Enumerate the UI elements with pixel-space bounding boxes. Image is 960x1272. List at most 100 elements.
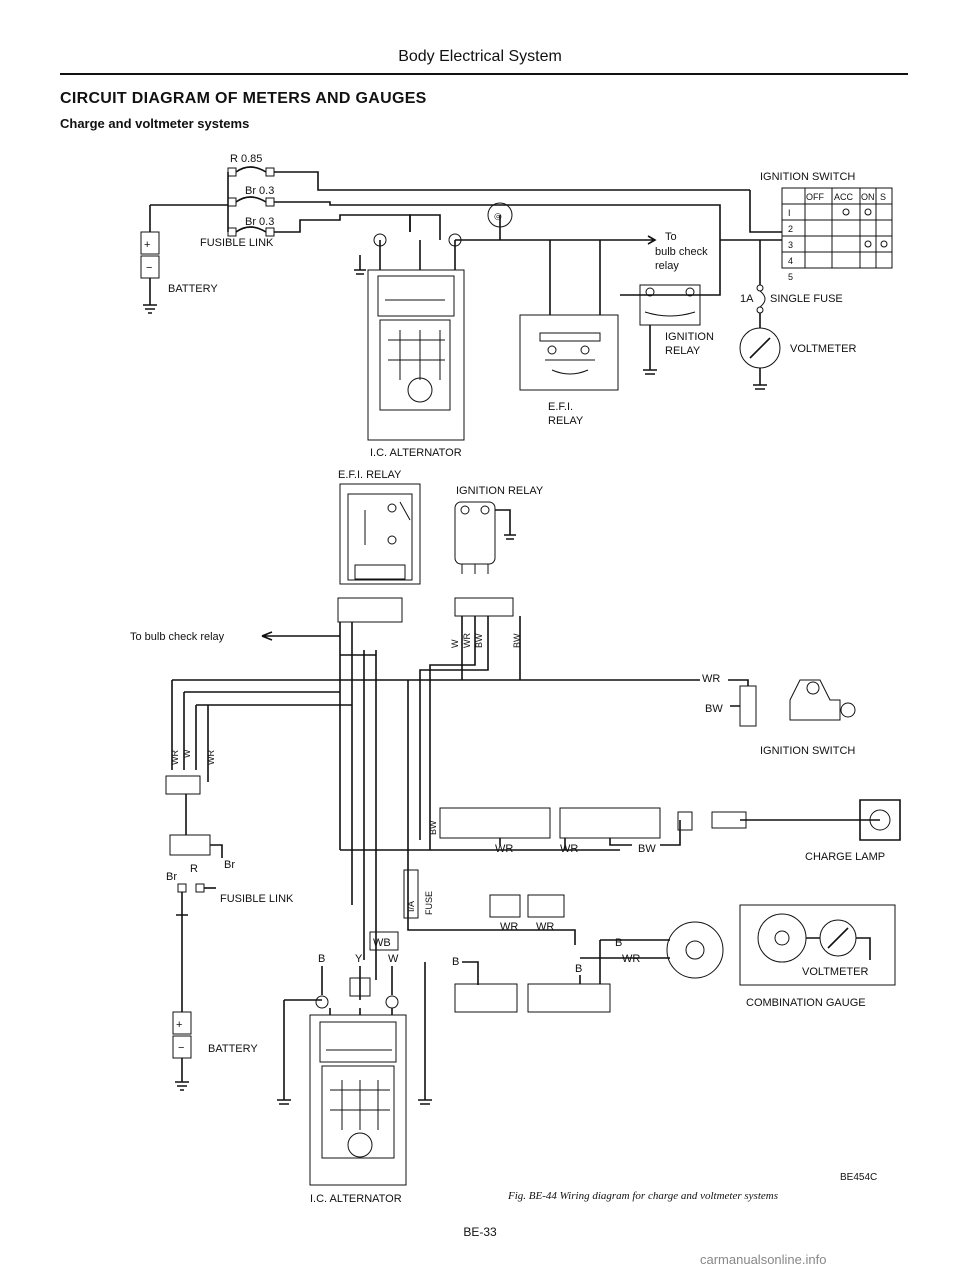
bottom-fusible-link-label: FUSIBLE LINK [220,893,294,905]
fl-wire-1: R 0.85 [230,153,262,165]
figure-code: BE454C [840,1172,878,1183]
header-rule [60,73,908,75]
combination-gauge: VOLTMETER COMBINATION GAUGE [739,904,896,1009]
bottom-efi-relay-label: E.F.I. RELAY [338,469,402,481]
figure-caption: Fig. BE-44 Wiring diagram for charge and… [508,1190,778,1202]
to-relay-line3: relay [655,260,679,272]
small-connector-b [527,894,565,918]
charge-lamp-label: CHARGE LAMP [805,851,885,863]
fl-wire-2: Br 0.3 [245,185,274,197]
wr-d: WR [536,921,554,933]
bottom-ign-switch-label: IGNITION SWITCH [760,745,855,757]
fl-r: R [190,863,198,875]
page-header: Body Electrical System [398,48,562,65]
section-title: CIRCUIT DIAGRAM OF METERS AND GAUGES [60,90,427,107]
b-a: B [452,956,459,968]
wr-b: WR [560,843,578,855]
bottom-ignition-relay: IGNITION RELAY [454,485,544,574]
top-alternator-label: I.C. ALTERNATOR [370,447,462,459]
ign-switch-title: IGNITION SWITCH [760,171,855,183]
central-connector-b [559,807,661,839]
bottom-ignition-switch: WR BW IGNITION SWITCH [702,673,856,757]
bottom-alternator: I.C. ALTERNATOR [309,1008,407,1205]
efi-connector [337,597,403,623]
b-c: B [575,963,582,975]
alt-wire-y: Y [355,953,363,965]
watermark: carmanualsonline.info [700,1252,827,1267]
bottom-efi-relay: E.F.I. RELAY [338,469,421,585]
wb-label: WB [373,937,391,949]
charge-lamp-icon [869,809,891,831]
bottom-alternator-label: I.C. ALTERNATOR [310,1193,402,1205]
switch-row-1: I [788,208,791,218]
section-subtitle: Charge and voltmeter systems [60,116,250,131]
b-b: B [615,937,622,949]
bw-c: BW [638,843,656,855]
svg-text:−: − [178,1042,184,1054]
fl-wire-3: Br 0.3 [245,216,274,228]
wr-a: WR [495,843,513,855]
bottom-battery: + − BATTERY [172,1011,258,1091]
ignition-relay-line1: IGNITION [665,331,714,343]
fuse-box-label: I/A [406,901,416,912]
svg-text:+: + [176,1019,182,1031]
switch-head-s: S [880,192,886,202]
switch-row-5: 5 [788,272,793,282]
single-fuse-amp: 1A [740,293,754,305]
wire-code-wr: WR [462,633,472,648]
bottom-battery-label: BATTERY [208,1043,258,1055]
top-diagram: R 0.85 Br 0.3 Br 0.3 FUSIBLE LINK +− BAT… [140,153,893,459]
alt-wire-b: B [318,953,325,965]
bottom-bw-label: BW [705,703,723,715]
switch-row-2: 2 [788,224,793,234]
left-connector [165,775,201,795]
fuse-label: FUSE [424,891,434,915]
small-connector-a [489,894,521,918]
top-voltmeter-circuit: 1A SINGLE FUSE VOLTMETER [739,284,856,390]
switch-head-acc: ACC [834,192,854,202]
switch-row-4: 4 [788,256,793,266]
to-relay-line2: bulb check [655,246,708,258]
bottom-wr-label: WR [702,673,720,685]
top-fusible-link-label: FUSIBLE LINK [200,237,274,249]
fuse-box [403,869,419,919]
top-voltmeter-label: VOLTMETER [790,343,856,355]
alt-wire-w: W [388,953,399,965]
top-efi-relay: E.F.I. RELAY [519,314,619,427]
wr-e: WR [622,953,640,965]
wire-code-w: W [450,639,460,648]
efi-relay-line1: E.F.I. [548,401,573,413]
top-ignition-relay: IGNITION RELAY [639,284,714,375]
switch-row-3: 3 [788,240,793,250]
left-wire-wr1: WR [170,750,180,765]
bottom-ignition-relay-label: IGNITION RELAY [456,485,544,497]
page-number: BE-33 [463,1225,497,1239]
top-alternator: I.C. ALTERNATOR [354,214,465,459]
left-wire-wr2: WR [206,750,216,765]
svg-text:−: − [146,262,152,274]
svg-text:◎: ◎ [494,211,502,221]
central-connector-a [439,807,551,839]
left-wire-w: W [182,749,192,758]
to-relay-line1: To [665,231,677,243]
bw-vertical: BW [428,820,438,835]
fl-br-right: Br [224,859,235,871]
lower-connector-a [454,983,518,1013]
lower-connector-b [527,983,611,1013]
wr-c: WR [500,921,518,933]
svg-text:+: + [144,239,150,251]
gauge-connector [666,921,724,979]
ign-relay-connector [454,597,514,617]
bottom-fusible-link: Br Br R FUSIBLE LINK [166,794,294,1012]
combination-gauge-label: COMBINATION GAUGE [746,997,866,1009]
switch-head-off: OFF [806,192,824,202]
top-fusible-link: R 0.85 Br 0.3 Br 0.3 FUSIBLE LINK [200,153,275,249]
efi-relay-line2: RELAY [548,415,584,427]
to-bulb-check-label: To bulb check relay [130,631,225,643]
switch-head-on: ON [861,192,875,202]
fl-br-left: Br [166,871,177,883]
top-battery: +− BATTERY [140,171,750,314]
ignition-relay-line2: RELAY [665,345,701,357]
wire-code-bw2: BW [512,633,522,648]
